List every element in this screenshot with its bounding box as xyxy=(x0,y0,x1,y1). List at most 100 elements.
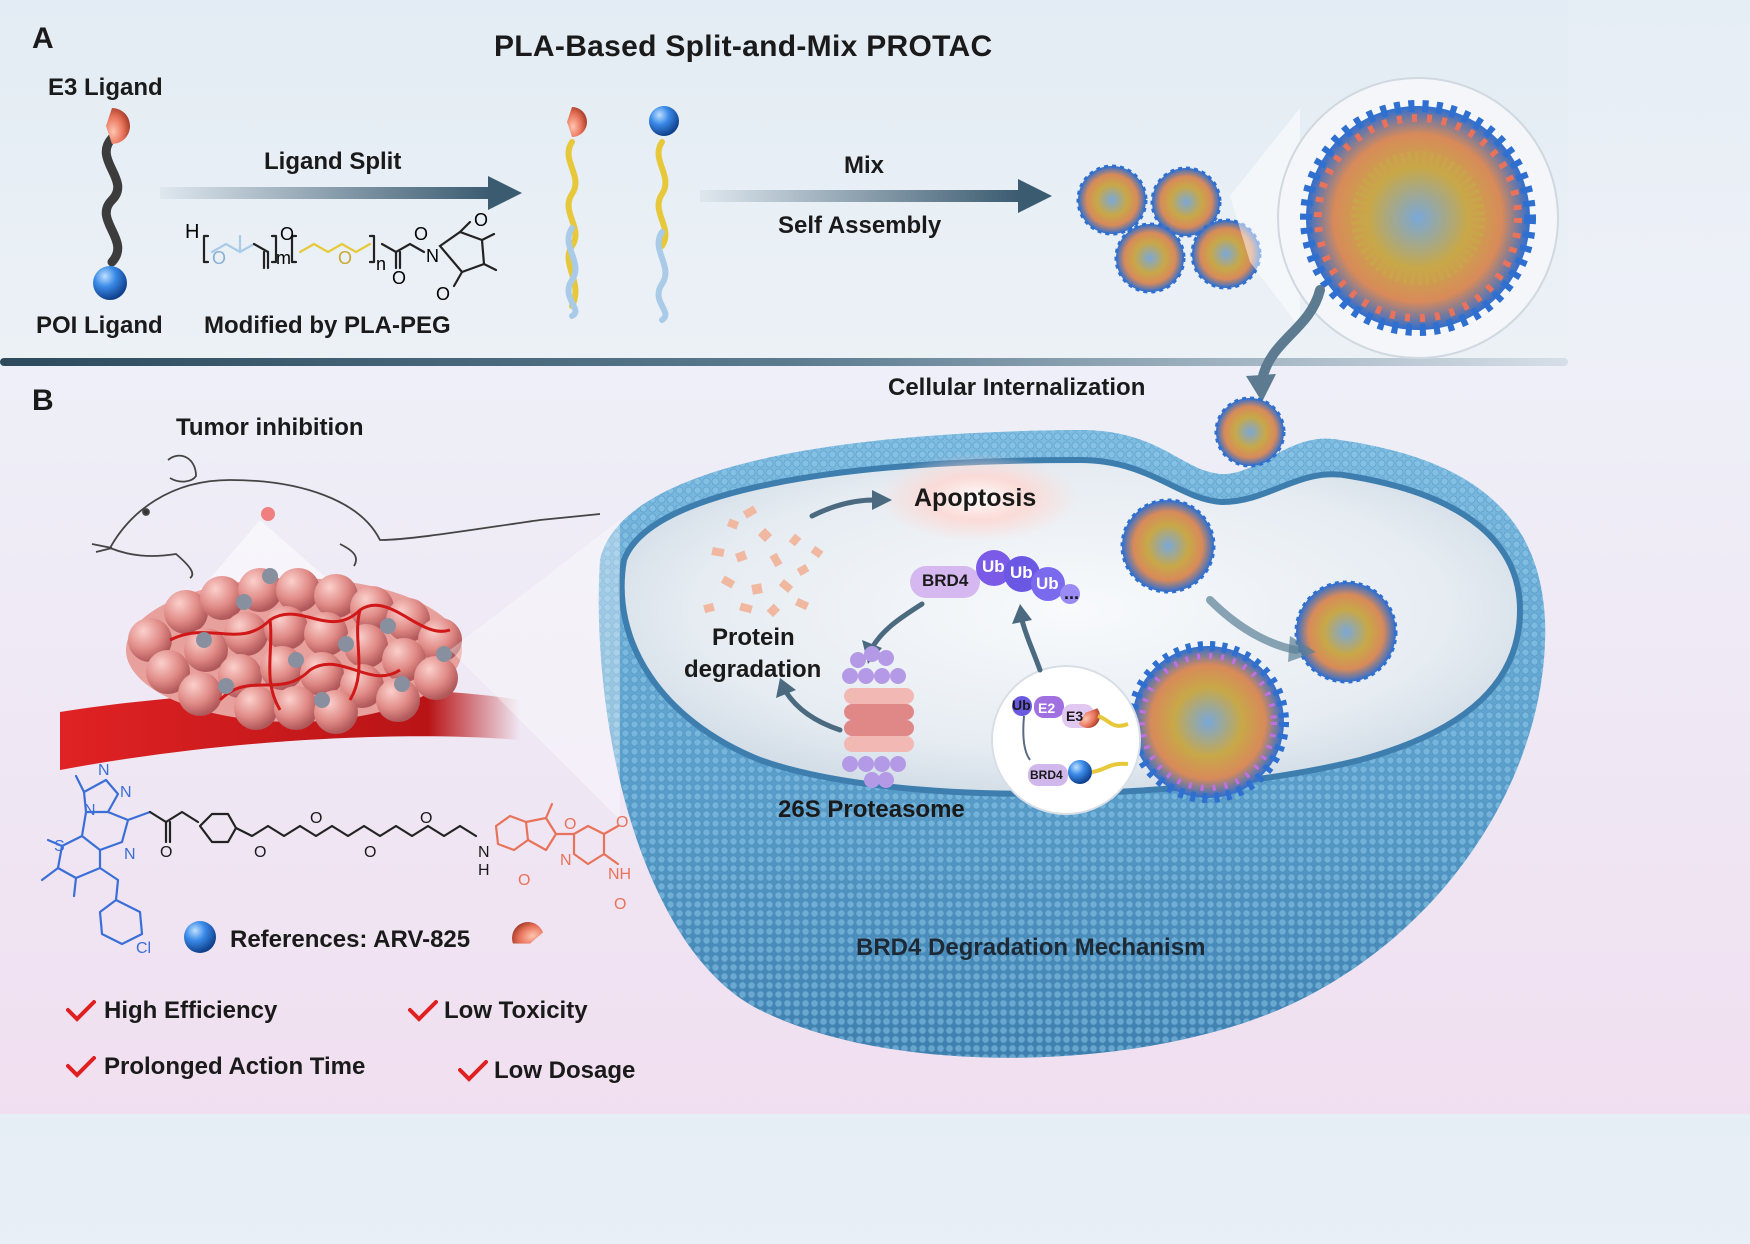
chem-n2: N xyxy=(120,784,132,801)
tumor-mass xyxy=(60,568,520,770)
checkmark-icon xyxy=(66,1056,96,1078)
e3-reference-pacman-icon xyxy=(512,922,544,944)
apoptosis-label: Apoptosis xyxy=(914,484,1037,512)
brd4-ub-chain xyxy=(910,550,1080,604)
chem-nh: N xyxy=(478,844,490,861)
protein-fragments xyxy=(703,505,824,618)
internal-micelle-1 xyxy=(1120,498,1216,594)
modified-by-label: Modified by PLA-PEG xyxy=(204,312,451,339)
inset-brd4-label: BRD4 xyxy=(1030,768,1063,782)
ub-label-3: Ub xyxy=(1036,574,1059,593)
inset-ub-label: Ub xyxy=(1012,697,1031,713)
formula-m: m xyxy=(276,248,291,268)
chem-n3: N xyxy=(84,802,96,819)
proteasome-label: 26S Proteasome xyxy=(778,796,965,823)
mechanism-label: BRD4 Degradation Mechanism xyxy=(856,934,1206,961)
poi-ligand-sphere-icon xyxy=(93,266,127,300)
feature-low-toxicity: Low Toxicity xyxy=(444,997,588,1024)
proteasome-to-fragments-arrow xyxy=(783,689,843,733)
feature-prolonged-action: Prolonged Action Time xyxy=(104,1053,366,1080)
formula-o7: O xyxy=(436,284,450,304)
formula-o3: O xyxy=(338,248,352,268)
to-apoptosis-arrow xyxy=(809,497,877,519)
feature-high-efficiency: High Efficiency xyxy=(104,997,278,1024)
illustration-layer: H O m O n O O O N O O xyxy=(40,77,1559,1058)
ub-chain-ellipsis: ... xyxy=(1064,583,1080,603)
chem-o4: O xyxy=(364,844,377,861)
cellular-internalization-label: Cellular Internalization xyxy=(888,374,1146,401)
chem-o6: O xyxy=(564,816,577,833)
internalization-arrow xyxy=(1246,285,1325,402)
chem-o9: O xyxy=(614,896,627,913)
tumor-dot xyxy=(261,507,275,521)
proteasome-icon xyxy=(842,646,914,788)
feature-low-dosage: Low Dosage xyxy=(494,1057,636,1084)
brd4-label: BRD4 xyxy=(922,571,969,590)
inset-e3-label: E3 xyxy=(1066,708,1084,724)
split-poi-chain xyxy=(649,106,679,323)
page-title: PLA-Based Split-and-Mix PROTAC xyxy=(494,30,993,63)
mix-label: Mix xyxy=(844,152,885,179)
panel-divider xyxy=(0,358,1568,366)
poi-reference-sphere-icon xyxy=(184,921,216,953)
chem-o3: O xyxy=(310,810,323,827)
internal-micelle-2 xyxy=(1294,580,1398,684)
formula-o6: O xyxy=(474,210,488,230)
poi-ligand-label: POI Ligand xyxy=(36,312,163,339)
chem-s: S xyxy=(54,838,65,855)
chem-o5: O xyxy=(420,810,433,827)
formula-h: H xyxy=(185,221,199,243)
formula-n-atom: N xyxy=(426,246,439,266)
ligand-split-arrow xyxy=(160,176,522,210)
protac-molecule xyxy=(93,108,130,300)
ub-label-2: Ub xyxy=(1010,563,1033,582)
ternary-complex-inset xyxy=(991,665,1141,815)
zoom-cone xyxy=(1230,108,1300,328)
complex-to-ub-arrow xyxy=(1019,617,1043,673)
mix-arrow xyxy=(700,179,1052,213)
protein-degradation-label-2: degradation xyxy=(684,656,822,683)
protein-degradation-label-1: Protein xyxy=(712,624,795,651)
arv825-structure xyxy=(40,774,620,946)
mouse-icon xyxy=(91,454,601,579)
chem-o1: O xyxy=(160,844,173,861)
micelle-cluster xyxy=(1076,164,1262,294)
micelle-zoom xyxy=(1277,77,1559,359)
tumor-inhibition-label: Tumor inhibition xyxy=(176,414,364,441)
inset-e2-label: E2 xyxy=(1038,700,1056,716)
chem-nh2: NH xyxy=(608,866,632,883)
chem-n4: N xyxy=(124,846,136,863)
protac-micelle xyxy=(1127,641,1289,803)
formula-n: n xyxy=(376,254,386,274)
checkmark-icon xyxy=(66,1000,96,1022)
formula-o1: O xyxy=(212,248,226,268)
apoptosis-glow xyxy=(878,454,1078,542)
chem-o7: O xyxy=(518,872,531,889)
self-assembly-label: Self Assembly xyxy=(778,212,942,239)
chem-o8: O xyxy=(616,814,629,831)
chem-n1: N xyxy=(98,762,110,779)
panel-a-letter: A xyxy=(32,22,54,55)
chem-o2: O xyxy=(254,844,267,861)
panel-b-letter: B xyxy=(32,384,54,417)
formula-o5: O xyxy=(414,224,428,244)
ub-to-proteasome-arrow xyxy=(869,601,925,651)
ligand-split-label: Ligand Split xyxy=(264,148,402,175)
entering-micelle xyxy=(1214,396,1286,468)
ub-label-1: Ub xyxy=(982,557,1005,576)
checkmark-icon xyxy=(408,1000,438,1022)
references-label: References: ARV-825 xyxy=(230,926,471,953)
chem-cl: Cl xyxy=(136,940,152,957)
tumor-zoom-cone xyxy=(450,520,620,820)
checkmark-icon xyxy=(458,1060,488,1082)
formula-o4: O xyxy=(392,268,406,288)
micelle-release-arrow xyxy=(1206,596,1300,654)
pla-peg-formula xyxy=(202,220,498,288)
e3-ligand-label: E3 Ligand xyxy=(48,74,163,101)
chem-h: H xyxy=(478,862,490,879)
formula-o2: O xyxy=(280,224,294,244)
micelle-icon xyxy=(1076,164,1148,236)
e3-ligand-pacman-icon xyxy=(106,108,130,144)
chem-n5: N xyxy=(560,852,572,869)
split-e3-chain xyxy=(565,107,587,319)
